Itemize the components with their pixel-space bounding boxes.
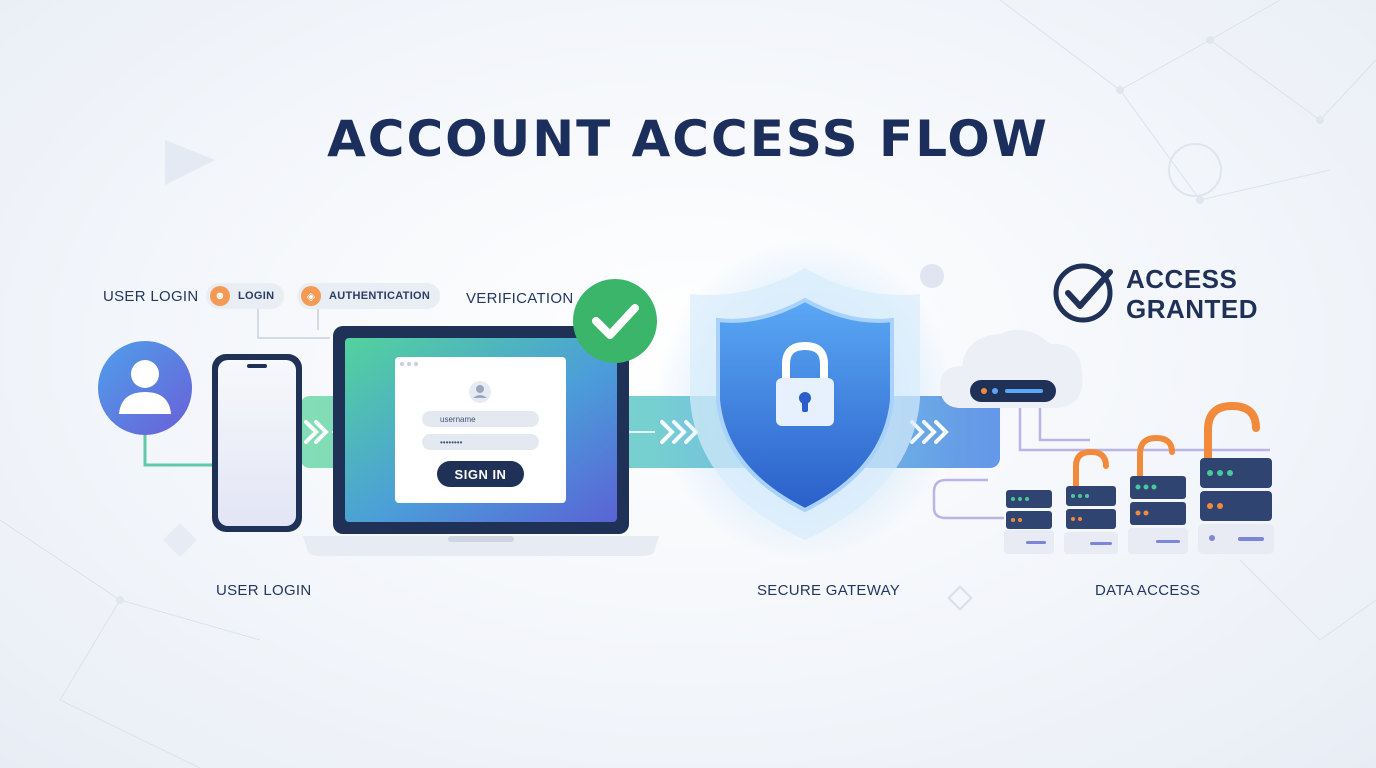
- form-avatar-icon: [469, 381, 491, 403]
- cloud-icon: [940, 329, 1083, 408]
- shield-icon: ◈: [301, 286, 321, 306]
- server-stack-icon: [1004, 490, 1054, 554]
- server-stack-icon: [1198, 458, 1274, 554]
- shield-lock-icon: [690, 268, 920, 540]
- user-avatar-icon: [98, 341, 192, 435]
- user-login-top-label: USER LOGIN: [103, 288, 199, 305]
- password-placeholder: ••••••••: [440, 437, 463, 447]
- data-access-label: DATA ACCESS: [1095, 582, 1201, 599]
- sign-in-button[interactable]: SIGN IN: [437, 461, 524, 487]
- authentication-pill: ◈ AUTHENTICATION: [297, 283, 441, 309]
- checkmark-circle-icon: [1053, 263, 1113, 323]
- user-icon: ☻: [210, 286, 230, 306]
- login-pill: ☻ LOGIN: [206, 283, 285, 309]
- access-granted-line2: GRANTED: [1126, 294, 1259, 324]
- secure-gateway-label: SECURE GATEWAY: [757, 582, 901, 599]
- verification-label: VERIFICATION: [466, 290, 574, 307]
- authentication-pill-label: AUTHENTICATION: [329, 290, 431, 302]
- server-stack-icon: [1064, 448, 1118, 554]
- open-padlock-icon: [1204, 401, 1260, 462]
- password-field[interactable]: ••••••••: [422, 434, 539, 450]
- server-stack-icon: [1128, 434, 1188, 554]
- smartphone-icon: [212, 354, 302, 532]
- check-icon: [573, 279, 657, 363]
- user-login-bottom-label: USER LOGIN: [216, 582, 312, 599]
- access-granted-text: ACCESS GRANTED: [1126, 264, 1258, 324]
- access-granted-line1: ACCESS: [1126, 264, 1238, 294]
- username-placeholder: username: [440, 414, 476, 424]
- username-field[interactable]: username: [422, 411, 539, 427]
- page-title: ACCOUNT ACCESS FLOW: [327, 110, 1049, 168]
- login-pill-label: LOGIN: [238, 290, 275, 302]
